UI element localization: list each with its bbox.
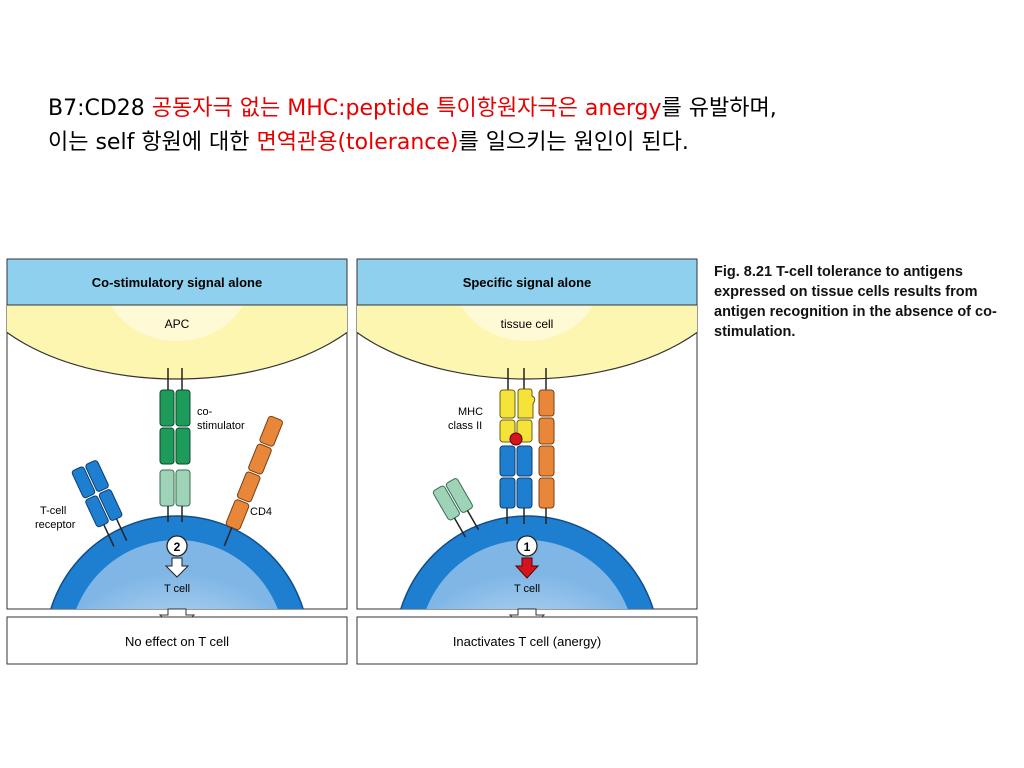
right-cd4-molecule: [538, 368, 555, 524]
signal-2-marker: [166, 535, 188, 557]
signal-1-number: 1: [524, 540, 531, 554]
right-panel-header: [356, 258, 698, 306]
title-line1-part2: 공동자극 없는 MHC:peptide 특이항원자극은 anergy: [151, 96, 662, 121]
tcr-label-1: T-cell: [40, 505, 66, 517]
title-line1-part1: B7:CD28: [48, 96, 152, 121]
signal-2-arrow: [164, 557, 190, 578]
costim-label-1: co-: [197, 406, 213, 418]
title-line2-part3: 를 일으키는 원인이 된다.: [458, 130, 689, 155]
tissue-cell-label: tissue cell: [501, 317, 554, 331]
cd4-label: CD4: [250, 506, 272, 518]
title-line2-part1: 이는 self 항원에 대한: [48, 130, 257, 155]
right-panel-header-text: Specific signal alone: [463, 275, 592, 290]
tcr-molecule: [71, 460, 128, 547]
apc-label: APC: [165, 317, 190, 331]
co-stimulator-molecule: [159, 368, 191, 522]
signal-1-arrow: [514, 557, 540, 579]
peptide-antigen: [509, 432, 523, 446]
left-outcome-text: No effect on T cell: [125, 634, 229, 649]
right-tcell-label: T cell: [514, 583, 540, 595]
figure-label: Fig. 8.21: [714, 264, 773, 280]
signal-1-marker: [516, 535, 538, 557]
figure-caption-text: T-cell tolerance to antigens expressed o…: [714, 264, 997, 340]
mhc-label-2: class II: [448, 420, 482, 432]
right-panel: Specific signal alone tissue cell: [356, 258, 698, 665]
left-panel-header: [6, 258, 348, 306]
left-tcell-label: T cell: [164, 583, 190, 595]
costim-label-2: stimulator: [197, 420, 245, 432]
right-cd28-molecule: [432, 478, 480, 538]
figure-caption: Fig. 8.21 T-cell tolerance to antigens e…: [714, 262, 1024, 342]
left-panel: Co-stimulatory signal alone APC co- stim…: [6, 258, 348, 665]
title-line2-part2: 면역관용(tolerance): [256, 130, 459, 155]
signal-2-number: 2: [174, 540, 181, 554]
slide-title: B7:CD28 공동자극 없는 MHC:peptide 특이항원자극은 aner…: [48, 92, 1008, 160]
title-line-2: 이는 self 항원에 대한 면역관용(tolerance)를 일으키는 원인이…: [48, 126, 1008, 160]
title-line1-part3: 를 유발하며,: [661, 96, 777, 121]
left-panel-header-text: Co-stimulatory signal alone: [92, 275, 262, 290]
title-line-1: B7:CD28 공동자극 없는 MHC:peptide 특이항원자극은 aner…: [48, 92, 1008, 126]
right-outcome-box: [356, 616, 698, 665]
mhc-class-ii-molecule: [499, 368, 536, 524]
mhc-label-1: MHC: [458, 406, 483, 418]
right-outcome-text: Inactivates T cell (anergy): [453, 634, 601, 649]
left-outcome-box: [6, 616, 348, 665]
cd4-molecule: [223, 415, 283, 547]
tcr-label-2: receptor: [35, 519, 76, 531]
